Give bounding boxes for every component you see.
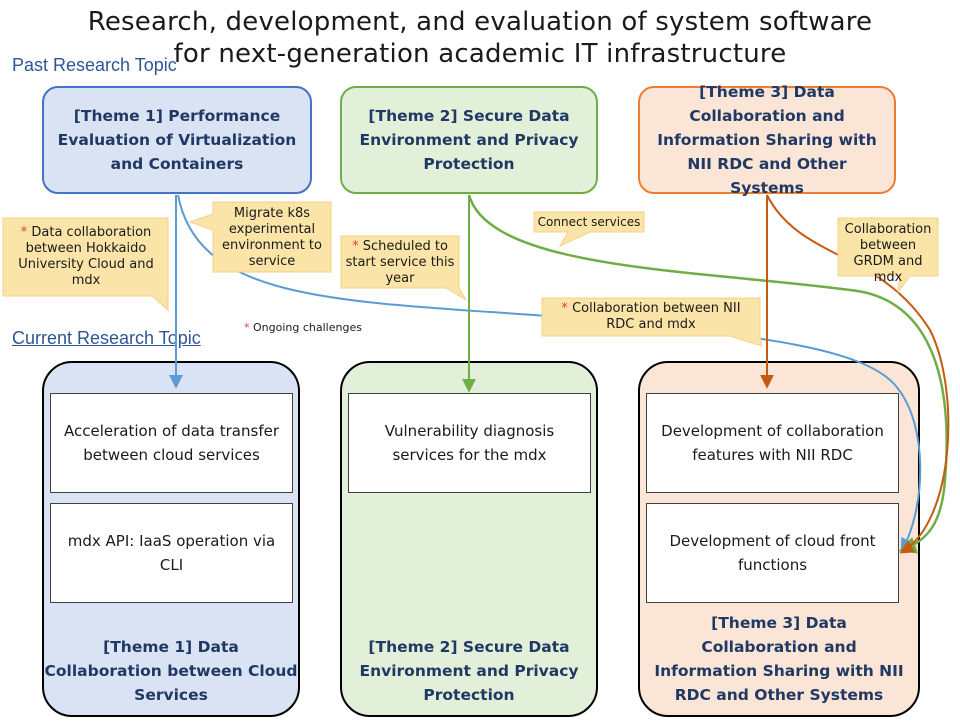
callout-scheduled-text: Scheduled to start service this year <box>345 239 455 286</box>
past-theme-3-box: [Theme 3] Data Collaboration and Informa… <box>638 83 896 197</box>
title-line-2: for next-generation academic IT infrastr… <box>173 39 787 69</box>
past-theme-1-box: [Theme 1] Performance Evaluation of Virt… <box>42 86 312 194</box>
callout-hokkaido: * Data collaboration between Hokkaido Un… <box>6 225 166 289</box>
callout-nii-text: Collaboration between NII RDC and mdx <box>572 301 741 332</box>
theme-1-item-data-transfer: Acceleration of data transfer between cl… <box>50 393 293 493</box>
callout-k8s-shape <box>188 201 332 273</box>
callout-nii-star: * <box>561 301 568 316</box>
ongoing-star: * <box>244 321 250 334</box>
callout-scheduled: * Scheduled to start service this year <box>344 239 456 287</box>
arrow-theme2-to-theme3 <box>467 194 948 554</box>
callout-hokkaido-text: Data collaboration between Hokkaido Univ… <box>18 225 154 288</box>
current-theme-1-label: [Theme 1] Data Collaboration between Clo… <box>44 638 298 704</box>
callout-scheduled-shape <box>340 235 467 301</box>
current-research-label: Current Research Topic <box>12 328 201 348</box>
theme-3-item-nii-rdc: Development of collaboration features wi… <box>646 393 899 493</box>
callout-k8s: Migrate k8s experimental environment to … <box>222 206 322 269</box>
current-theme-3-label: [Theme 3] Data Collaboration and Informa… <box>654 614 904 704</box>
ongoing-text: Ongoing challenges <box>253 321 362 334</box>
arrow-theme3-to-cloud-front <box>766 194 950 554</box>
callout-connect: Connect services <box>537 215 641 229</box>
past-research-label: Past Research Topic <box>12 55 177 75</box>
diagram-title: Research, development, and evaluation of… <box>0 6 960 70</box>
ongoing-challenges-note: * Ongoing challenges <box>244 321 362 334</box>
callout-grdm: Collaboration between GRDM and mdx <box>844 222 932 285</box>
theme-2-item-vulnerability: Vulnerability diagnosis services for the… <box>348 393 591 493</box>
current-theme-2-label: [Theme 2] Secure Data Environment and Pr… <box>359 638 579 704</box>
callout-grdm-shape <box>837 217 939 294</box>
title-line-1: Research, development, and evaluation of… <box>87 7 873 37</box>
callout-scheduled-star: * <box>352 239 359 254</box>
callout-connect-shape <box>533 211 645 248</box>
theme-1-item-mdx-api: mdx API: IaaS operation via CLI <box>50 503 293 603</box>
theme-3-item-cloud-front: Development of cloud front functions <box>646 503 899 603</box>
callout-nii-shape <box>541 297 763 347</box>
past-theme-2-box: [Theme 2] Secure Data Environment and Pr… <box>340 86 598 194</box>
callout-hokkaido-shape <box>2 217 169 312</box>
callout-hokkaido-star: * <box>20 225 28 240</box>
callout-nii: * Collaboration between NII RDC and mdx <box>548 301 754 333</box>
